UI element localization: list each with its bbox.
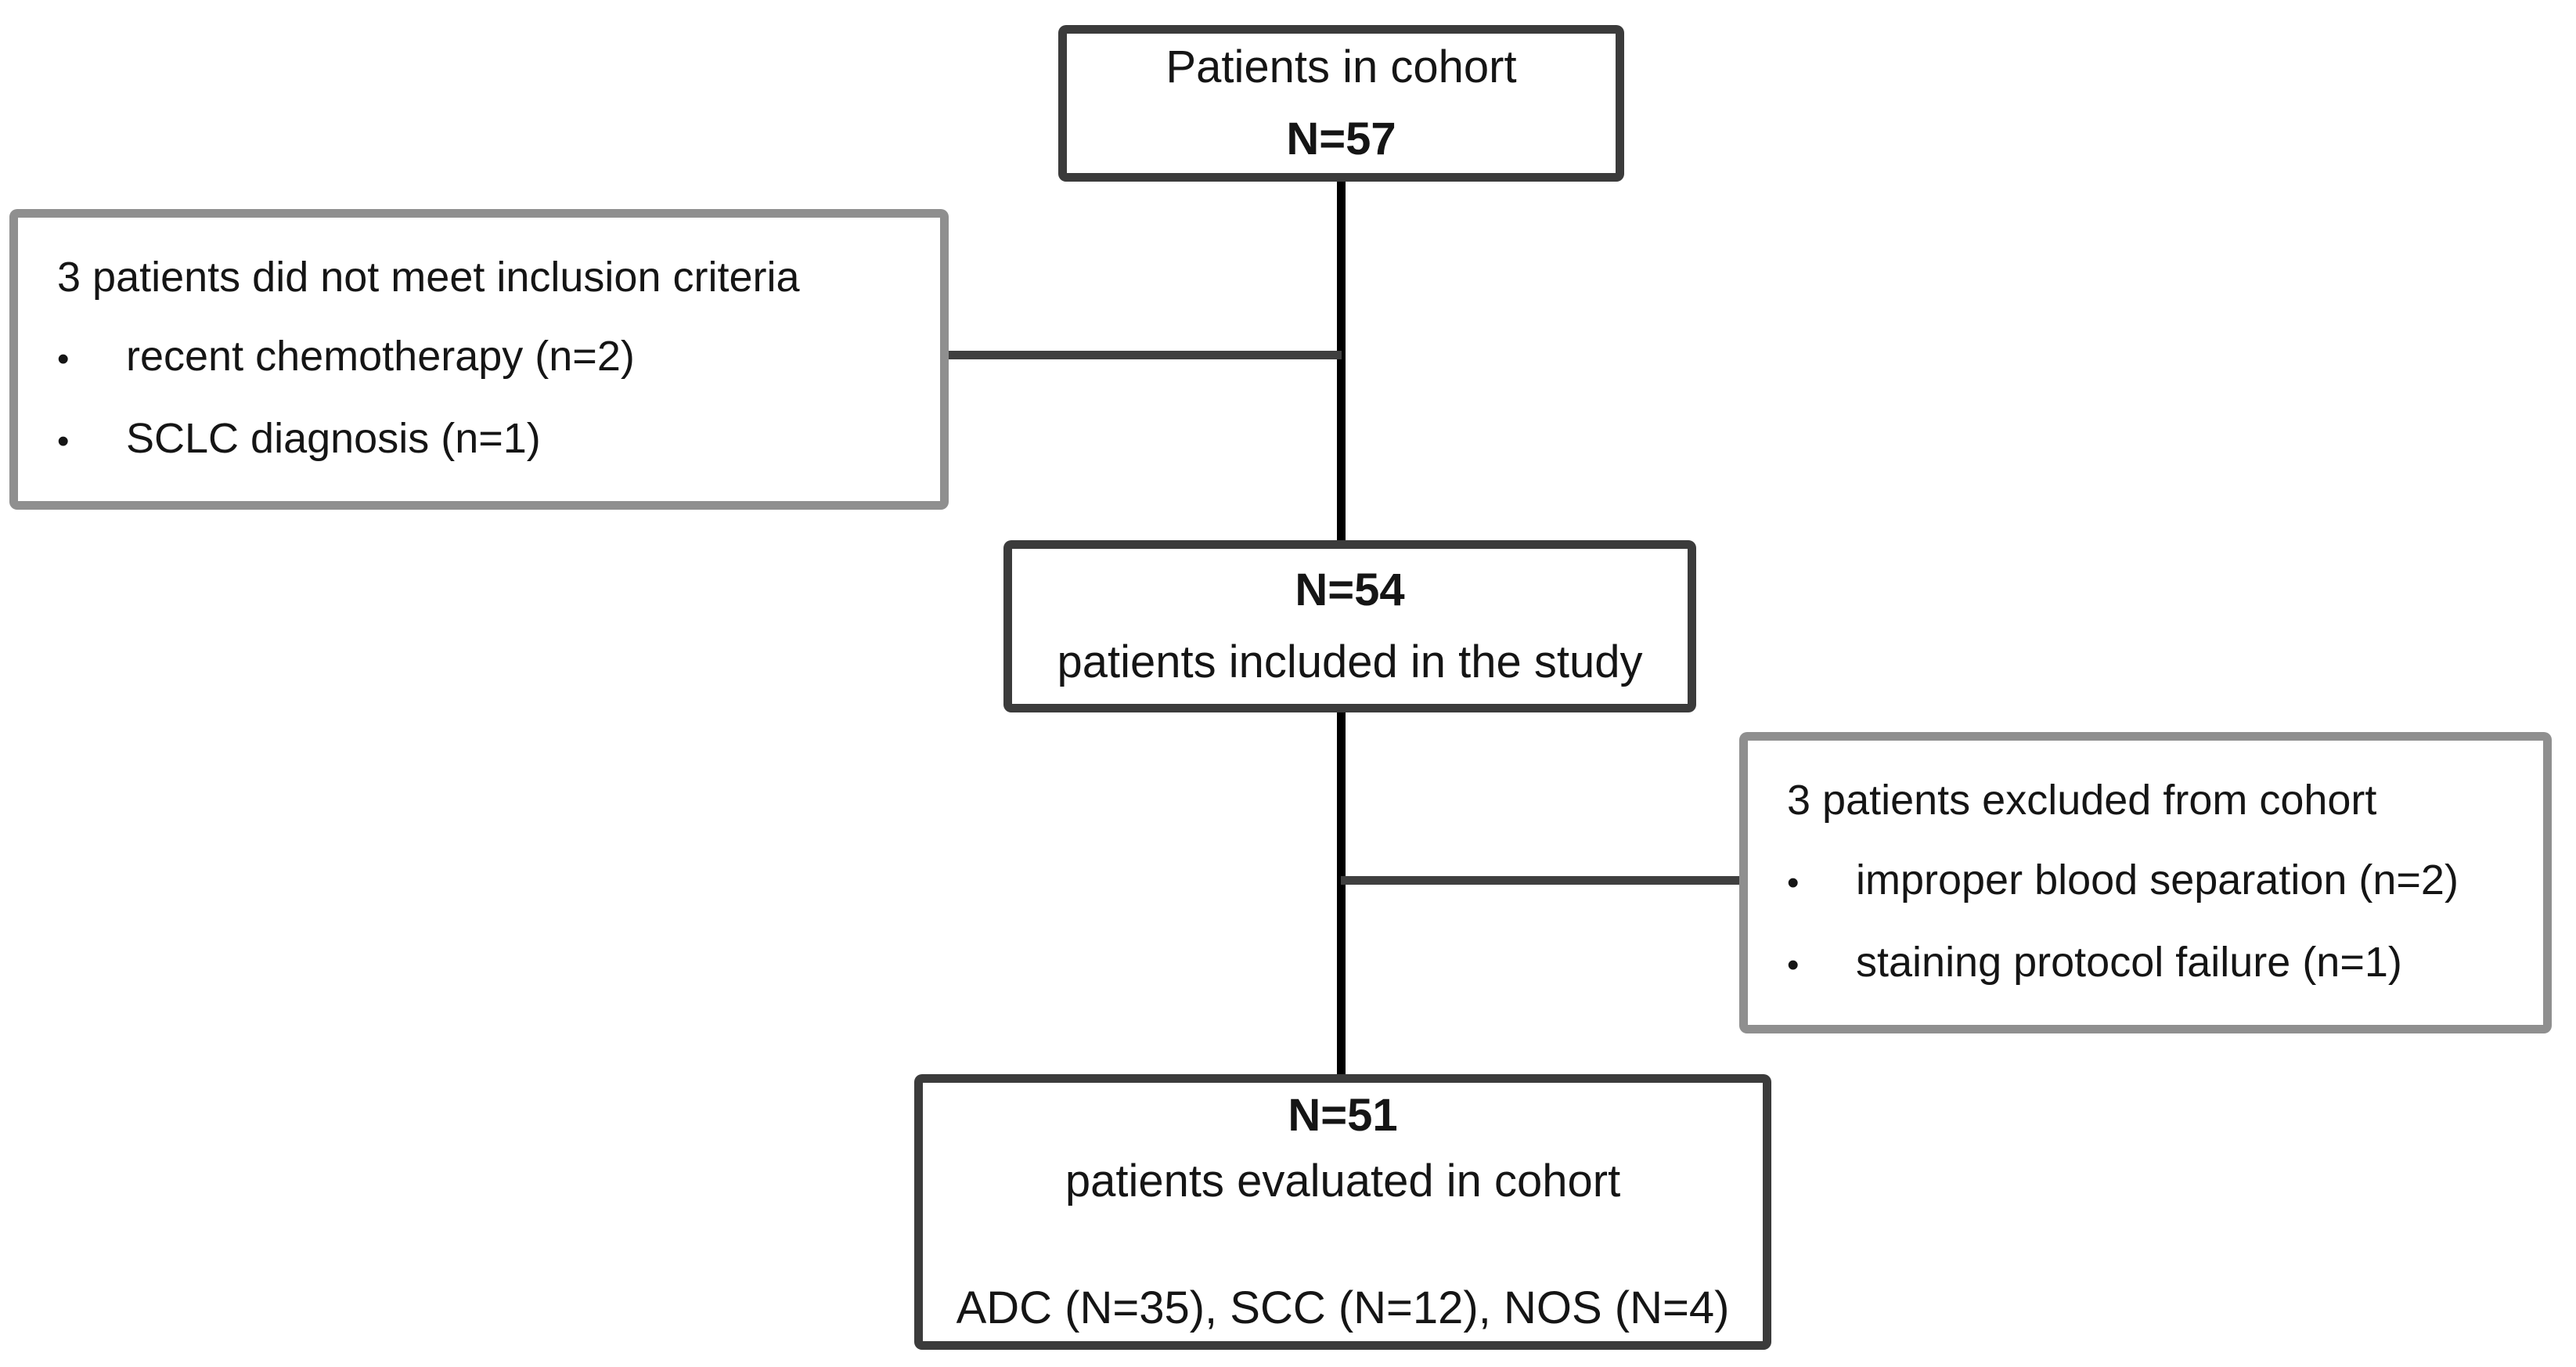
not-met-bullet-2: • SCLC diagnosis (n=1)	[57, 413, 924, 467]
evaluated-subtypes: ADC (N=35), SCC (N=12), NOS (N=4)	[956, 1282, 1730, 1333]
connector-branch-not-met	[943, 351, 1342, 359]
bullet-icon: •	[57, 422, 70, 460]
bullet-icon: •	[1787, 945, 1800, 984]
not-met-bullet-2-text: SCLC diagnosis (n=1)	[126, 415, 541, 462]
box-not-meeting-inclusion-criteria: 3 patients did not meet inclusion criter…	[9, 209, 949, 510]
evaluated-label: patients evaluated in cohort	[1065, 1156, 1621, 1206]
evaluated-count: N=51	[1288, 1090, 1398, 1141]
not-met-bullet-1: • recent chemotherapy (n=2)	[57, 330, 924, 385]
included-label: patients included in the study	[1057, 637, 1643, 687]
excluded-bullet-1-text: improper blood separation (n=2)	[1856, 856, 2459, 904]
cohort-label: Patients in cohort	[1166, 41, 1517, 92]
bullet-icon: •	[57, 340, 70, 378]
not-met-heading: 3 patients did not meet inclusion criter…	[57, 254, 800, 301]
connector-included-to-evaluated	[1337, 708, 1346, 1079]
cohort-count: N=57	[1286, 114, 1396, 164]
included-count: N=54	[1295, 564, 1405, 615]
excluded-bullet-2-text: staining protocol failure (n=1)	[1856, 938, 2402, 986]
excluded-heading: 3 patients excluded from cohort	[1787, 777, 2377, 824]
box-patients-evaluated: N=51 patients evaluated in cohort ADC (N…	[914, 1074, 1771, 1350]
excluded-bullet-2: • staining protocol failure (n=1)	[1787, 936, 2527, 991]
connector-cohort-to-included	[1337, 177, 1346, 545]
box-patients-in-cohort: Patients in cohort N=57	[1058, 25, 1624, 182]
bullet-icon: •	[1787, 863, 1800, 902]
excluded-bullet-1: • improper blood separation (n=2)	[1787, 854, 2527, 909]
box-patients-included: N=54 patients included in the study	[1003, 540, 1696, 712]
connector-branch-excluded	[1341, 876, 1744, 885]
not-met-bullet-1-text: recent chemotherapy (n=2)	[126, 333, 635, 380]
box-excluded-from-cohort: 3 patients excluded from cohort • improp…	[1739, 732, 2552, 1033]
